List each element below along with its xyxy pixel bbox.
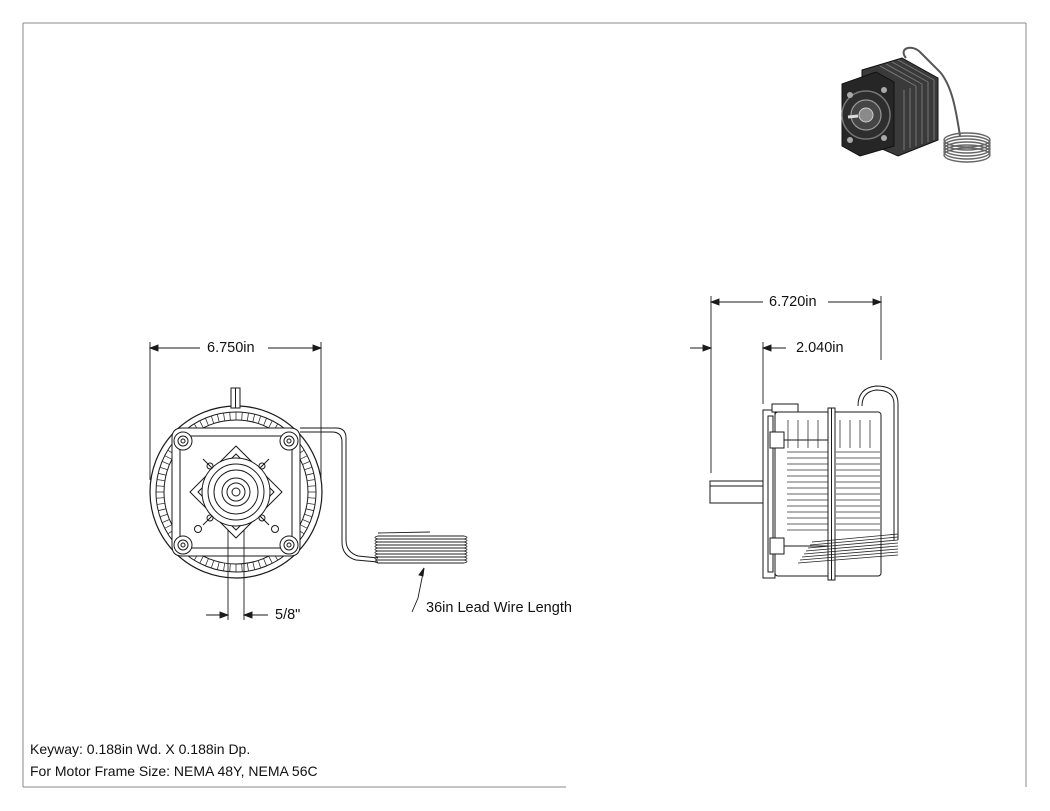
- dimension-front-width: 6.750in: [207, 340, 255, 356]
- dimension-side-offset: 2.040in: [796, 340, 844, 356]
- dimension-side-length: 6.720in: [769, 294, 817, 310]
- dimension-lines: [148, 296, 883, 620]
- sheet-border: [22, 22, 1027, 788]
- note-frame-size: For Motor Frame Size: NEMA 48Y, NEMA 56C: [30, 763, 318, 779]
- isometric-view: [841, 46, 991, 163]
- side-view: [709, 385, 899, 581]
- front-view: [149, 387, 468, 579]
- note-keyway: Keyway: 0.188in Wd. X 0.188in Dp.: [30, 741, 251, 757]
- dimension-lead-wire: 36in Lead Wire Length: [426, 600, 572, 616]
- dimension-shaft-diameter: 5/8": [275, 607, 301, 623]
